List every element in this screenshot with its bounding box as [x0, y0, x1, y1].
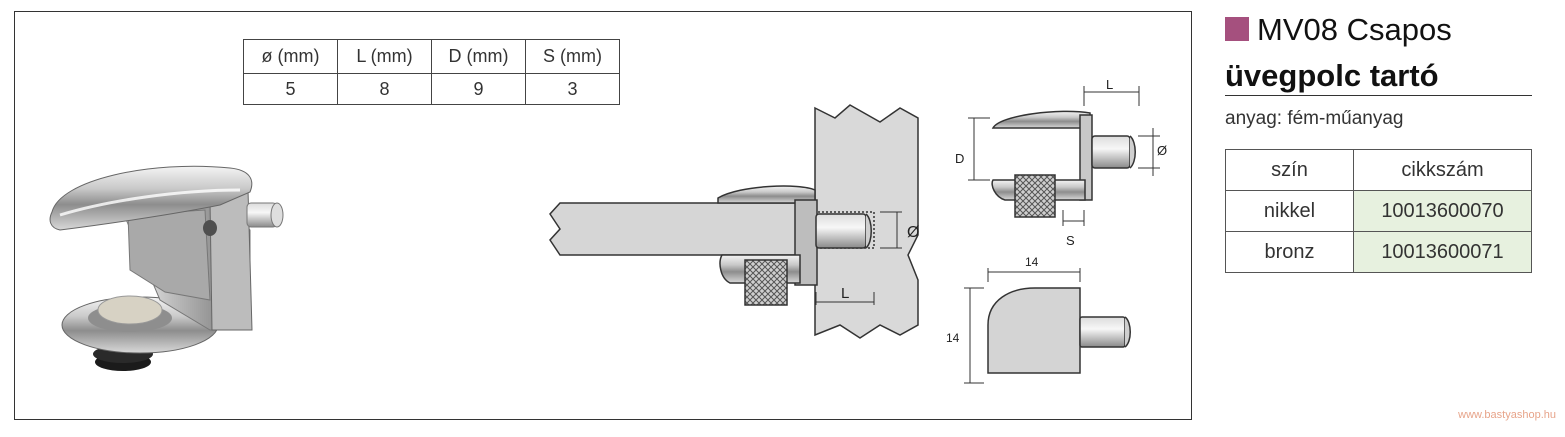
dimensions-header-row: ø (mm) L (mm) D (mm) S (mm) — [243, 39, 620, 74]
dim-header-spacing: S (mm) — [525, 39, 620, 74]
dim-value-spacing: 3 — [525, 73, 620, 105]
product-subtitle: üvegpolc tartó — [1225, 58, 1439, 93]
side-diameter-label: Ø — [1157, 143, 1167, 158]
codes-header-row: szín cikkszám — [1225, 149, 1532, 191]
article-codes-table: szín cikkszám nikkel 10013600070 bronz 1… — [1225, 149, 1532, 273]
product-drawing-frame — [14, 11, 1192, 420]
top-width-label: 14 — [1025, 255, 1039, 269]
dimensions-table: ø (mm) L (mm) D (mm) S (mm) 5 8 9 3 — [243, 39, 620, 105]
dim-value-depth: 9 — [431, 73, 526, 105]
top-view-drawing — [964, 268, 1131, 384]
dim-header-length: L (mm) — [337, 39, 432, 74]
section-diameter-label: Ø — [907, 224, 919, 241]
codes-color-cell: nikkel — [1225, 190, 1354, 232]
top-height-label: 14 — [946, 331, 960, 345]
material-text: anyag: fém-műanyag — [1225, 108, 1404, 129]
product-title: MV08 Csapos — [1257, 12, 1452, 47]
side-spacing-label: S — [1066, 233, 1075, 248]
table-row: bronz 10013600071 — [1225, 231, 1532, 273]
watermark-text: www.bastyashop.hu — [1458, 409, 1556, 421]
title-accent-square — [1225, 17, 1249, 41]
section-length-label: L — [841, 285, 849, 302]
codes-code-cell: 10013600070 — [1353, 190, 1532, 232]
codes-header-code: cikkszám — [1353, 149, 1532, 191]
codes-header-color: szín — [1225, 149, 1354, 191]
title-divider — [1225, 95, 1532, 96]
codes-color-cell: bronz — [1225, 231, 1354, 273]
product-photo — [49, 165, 284, 371]
dim-value-diameter: 5 — [243, 73, 338, 105]
dimensions-value-row: 5 8 9 3 — [243, 73, 620, 105]
section-drawing — [549, 104, 919, 339]
codes-code-cell: 10013600071 — [1353, 231, 1532, 273]
side-view-drawing — [968, 86, 1160, 226]
table-row: nikkel 10013600070 — [1225, 190, 1532, 232]
side-length-label: L — [1106, 77, 1113, 92]
side-depth-label: D — [955, 151, 964, 166]
